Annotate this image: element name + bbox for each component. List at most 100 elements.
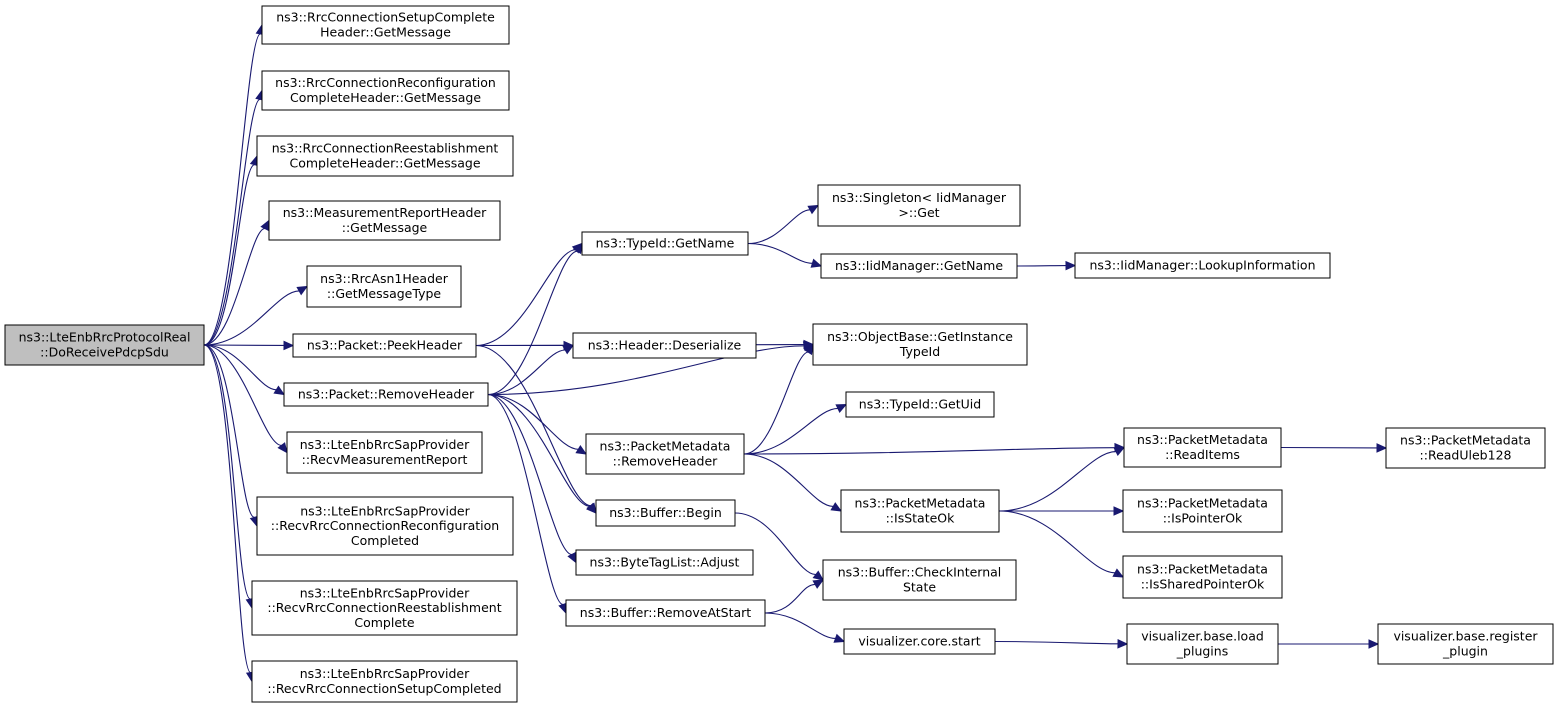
edge-n14-to-n23 [743, 453, 843, 512]
node-label-line: ns3::LteEnbRrcSapProvider [300, 585, 470, 600]
node-box [1126, 623, 1279, 665]
root-node-root[interactable]: ns3::LteEnbRrcProtocolReal::DoReceivePdc… [4, 324, 205, 366]
function-node-n29[interactable]: visualizer.base.load_plugins [1126, 623, 1279, 665]
edge-root-to-n2 [203, 89, 265, 346]
function-node-n6[interactable]: ns3::Packet::PeekHeader [292, 333, 477, 358]
function-node-n15[interactable]: ns3::Buffer::Begin [595, 499, 736, 527]
node-box [1377, 623, 1554, 665]
edge-line [994, 640, 1119, 645]
edge-line [203, 344, 255, 518]
edge-line [203, 227, 266, 346]
edge-root-to-n5 [203, 285, 309, 346]
node-label-line: ::GetMessage [342, 220, 428, 235]
node-box [256, 496, 514, 556]
node-box [306, 265, 462, 308]
edge-line [747, 242, 813, 264]
function-node-n13[interactable]: ns3::Header::Deserialize [572, 332, 757, 359]
node-label-line: ns3::LteEnbRrcProtocolReal [19, 330, 191, 345]
edge-n23-to-n27 [999, 506, 1125, 516]
node-label-line: ns3::ByteTagList::Adjust [590, 555, 740, 570]
node-box [1123, 427, 1282, 468]
node-label-line: ns3::IidManager::GetName [835, 258, 1003, 273]
edge-line [203, 164, 255, 346]
node-label-line: Header::GetMessage [320, 25, 451, 40]
node-label-line: Completed [351, 533, 419, 548]
edge-n6-to-n12 [475, 242, 583, 347]
edge-line [487, 345, 805, 396]
function-node-n19[interactable]: ns3::IidManager::GetName [820, 253, 1018, 279]
edge-line [743, 453, 834, 507]
edge-root-to-n3 [203, 154, 260, 346]
edge-root-to-n1 [203, 23, 265, 346]
function-node-n1[interactable]: ns3::RrcConnectionSetupCompleteHeader::G… [261, 5, 510, 45]
node-label-line: ns3::TypeId::GetUid [859, 397, 981, 412]
function-node-n14[interactable]: ns3::PacketMetadata::RemoveHeader [585, 433, 745, 475]
node-box [840, 489, 1000, 533]
function-node-n3[interactable]: ns3::RrcConnectionReestablishmentComplet… [256, 135, 514, 177]
function-node-n10[interactable]: ns3::LteEnbRrcSapProvider::RecvRrcConnec… [251, 580, 518, 636]
function-node-n8[interactable]: ns3::LteEnbRrcSapProvider::RecvMeasureme… [286, 431, 483, 474]
function-node-n22[interactable]: ns3::TypeId::GetUid [845, 391, 995, 418]
node-label-line: ns3::PacketMetadata [1137, 562, 1268, 577]
function-node-n2[interactable]: ns3::RrcConnectionReconfigurationComplet… [261, 70, 510, 111]
edge-root-to-n4 [203, 219, 270, 346]
node-label-line: ns3::PacketMetadata [1400, 433, 1531, 448]
edge-line [747, 209, 811, 245]
node-label-line: ns3::PacketMetadata [855, 496, 986, 511]
node-label-line: ns3::Header::Deserialize [588, 338, 742, 353]
node-box [572, 332, 757, 359]
function-node-n31[interactable]: visualizer.base.register_plugin [1377, 623, 1554, 665]
node-label-line: ns3::Packet::RemoveHeader [298, 387, 475, 402]
function-node-n26[interactable]: ns3::PacketMetadata::ReadItems [1123, 427, 1282, 468]
edge-arrowhead [572, 242, 583, 255]
edge-arrowhead [562, 344, 575, 355]
function-node-n30[interactable]: ns3::PacketMetadata::ReadUleb128 [1385, 427, 1546, 469]
edge-n23-to-n28 [998, 510, 1125, 578]
node-label-line: ::IsPointerOk [1163, 511, 1243, 526]
function-node-n17[interactable]: ns3::Buffer::RemoveAtStart [565, 599, 766, 627]
function-node-n11[interactable]: ns3::LteEnbRrcSapProvider::RecvRrcConnec… [251, 660, 518, 703]
node-label-line: ns3::LteEnbRrcSapProvider [300, 503, 470, 518]
edge-n12-to-n18 [747, 204, 820, 245]
node-label-line: ns3::RrcAsn1Header [320, 271, 449, 286]
function-node-n23[interactable]: ns3::PacketMetadata::IsStateOk [840, 489, 1000, 533]
edge-line [743, 447, 1116, 455]
node-box [261, 70, 510, 111]
function-node-n16[interactable]: ns3::ByteTagList::Adjust [575, 549, 754, 576]
node-label-line: ns3::PacketMetadata [1137, 432, 1268, 447]
edge-line [487, 349, 566, 396]
edge-arrowhead [833, 633, 846, 643]
node-label-line: visualizer.base.register [1393, 629, 1538, 644]
edge-arrowhead [810, 258, 823, 268]
node-box [812, 323, 1028, 366]
node-label-line: ::IsSharedPointerOk [1141, 577, 1265, 592]
edge-n23-to-n26 [998, 446, 1126, 512]
function-node-n25[interactable]: visualizer.core.start [843, 628, 996, 655]
edge-line [487, 393, 579, 450]
node-box [1122, 489, 1283, 533]
function-node-n27[interactable]: ns3::PacketMetadata::IsPointerOk [1122, 489, 1283, 533]
edge-arrowhead [1113, 446, 1126, 457]
node-label-line: ::ReadUleb128 [1420, 448, 1512, 463]
node-label-line: ns3::PacketMetadata [1137, 496, 1268, 511]
function-node-n28[interactable]: ns3::PacketMetadata::IsSharedPointerOk [1122, 555, 1283, 599]
edge-n26-to-n30 [1280, 443, 1388, 453]
function-node-n12[interactable]: ns3::TypeId::GetName [581, 231, 749, 256]
node-label-line: ns3::Buffer::Begin [609, 505, 722, 520]
node-label-line: ns3::PacketMetadata [600, 439, 731, 454]
edge-n7-to-n13 [487, 344, 575, 396]
function-node-n4[interactable]: ns3::MeasurementReportHeader::GetMessage [268, 200, 501, 241]
edge-arrowhead [277, 442, 288, 454]
node-label-line: ns3::Buffer::CheckInternal [838, 565, 1002, 580]
function-node-n20[interactable]: ns3::IidManager::LookupInformation [1074, 252, 1331, 279]
function-node-n9[interactable]: ns3::LteEnbRrcSapProvider::RecvRrcConnec… [256, 496, 514, 556]
edge-n19-to-n20 [1016, 260, 1077, 271]
function-node-n18[interactable]: ns3::Singleton< IidManager >::Get [817, 184, 1021, 227]
edge-arrowhead [803, 343, 814, 356]
function-node-n5[interactable]: ns3::RrcAsn1Header::GetMessageType [306, 265, 462, 308]
function-node-n7[interactable]: ns3::Packet::RemoveHeader [283, 382, 489, 407]
node-box [820, 253, 1018, 279]
